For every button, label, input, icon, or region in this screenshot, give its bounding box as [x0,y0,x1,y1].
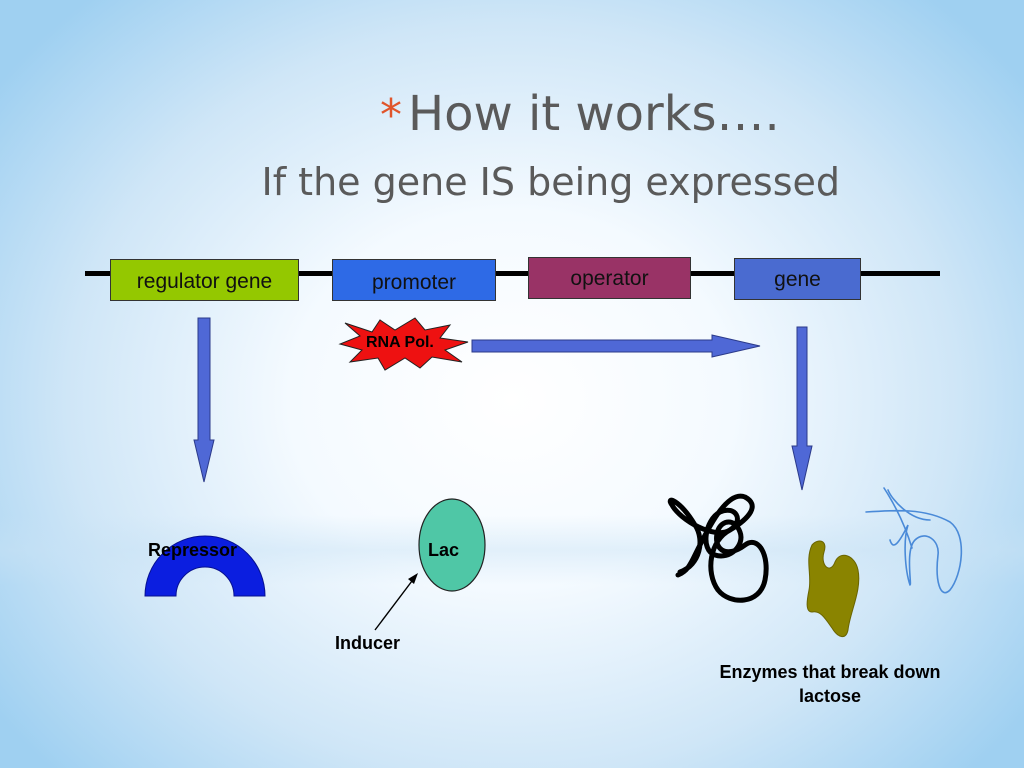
enzyme-olive-shape [806,540,860,637]
inducer-label: Inducer [335,633,401,653]
title-line1: How it works…. [408,86,780,142]
enzymes-label: Enzymes that break down lactose [719,662,941,706]
repressor-label: Repressor [148,540,238,560]
transcription-arrow [471,334,761,358]
operator-box: operator [528,257,691,299]
regulator-down-arrow [193,317,215,483]
slide-title: *How it works…. [380,86,850,142]
promoter-box: promoter [332,259,496,301]
dna-strand [85,271,940,276]
repressor-shape [144,535,266,597]
rna-pol-burst [338,317,469,371]
title-bullet: * [380,90,402,141]
gene-box: gene [734,258,861,300]
gene-down-arrow [791,326,813,491]
inducer-pointer [374,576,416,631]
regulator-gene-box: regulator gene [110,259,299,301]
inducer-pointer-head [408,573,418,584]
enzyme-black-squiggle [667,493,769,603]
lac-label: Lac [428,540,460,560]
rna-pol-label: RNA Pol. [366,334,434,351]
slide-subtitle: If the gene IS being expressed [261,160,840,204]
lac-molecule [418,498,486,592]
enzyme-blue-squiggle [865,487,963,594]
